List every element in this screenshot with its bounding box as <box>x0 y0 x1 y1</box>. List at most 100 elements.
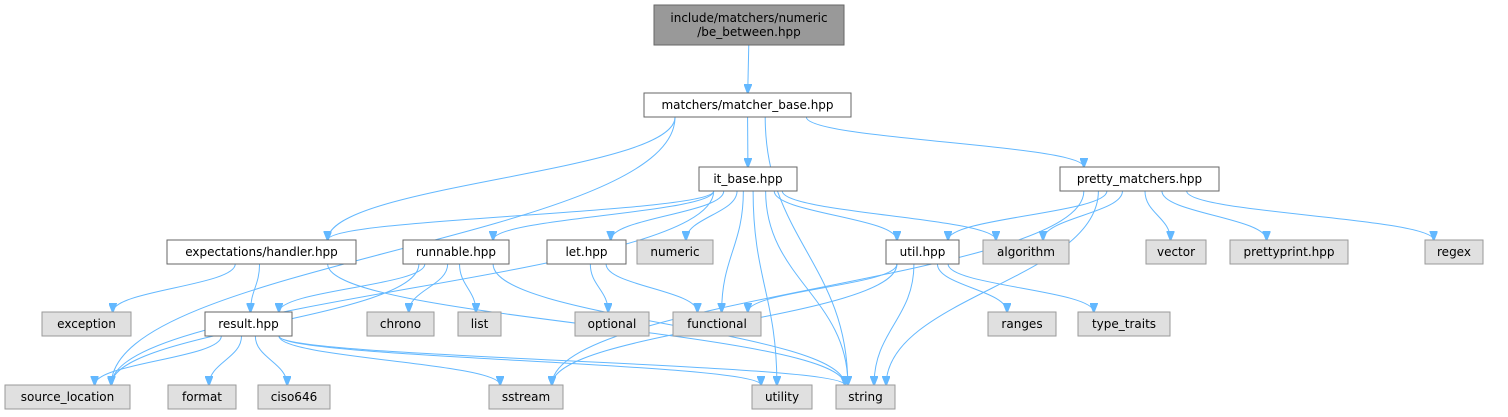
node-label: result.hpp <box>218 317 279 331</box>
edge-matcher_base-to-string <box>764 116 848 385</box>
node-runnable[interactable]: runnable.hpp <box>402 239 510 265</box>
edge-matcher_base-to-pretty_matchers <box>805 116 1084 167</box>
node-label: runnable.hpp <box>416 245 496 259</box>
node-box <box>653 4 845 46</box>
node-box <box>167 384 237 410</box>
edge-pretty_matchers-to-vector <box>1144 190 1171 240</box>
node-optional: optional <box>574 311 650 337</box>
node-box <box>366 311 435 337</box>
edge-it_base-to-functional <box>722 190 744 312</box>
node-type-traits: type_traits <box>1077 311 1171 337</box>
node-box <box>1077 311 1171 337</box>
node-label: include/matchers/numeric <box>670 11 827 25</box>
edge-result-to-string <box>278 335 845 385</box>
edge-runnable-to-result <box>279 263 426 312</box>
node-box <box>257 384 331 410</box>
edge-pretty_matchers-to-util <box>948 190 1108 240</box>
node-label: regex <box>1437 245 1471 259</box>
node-label: ranges <box>1001 317 1042 331</box>
edge-result-to-utility <box>278 335 761 385</box>
edge-it_base-to-source_location <box>111 190 715 385</box>
edge-runnable-to-string <box>492 263 845 385</box>
node-matcher-base[interactable]: matchers/matcher_base.hpp <box>643 92 852 118</box>
node-handler[interactable]: expectations/handler.hpp <box>166 239 357 265</box>
edge-handler-to-exception <box>113 263 236 312</box>
edge-it_base-to-utility <box>752 190 777 385</box>
node-label: util.hpp <box>900 245 946 259</box>
edge-result-to-sstream <box>278 335 500 385</box>
node-exception: exception <box>41 311 132 337</box>
edge-handler-to-result <box>250 263 261 312</box>
edge-runnable-to-chrono <box>409 263 449 312</box>
node-pretty-matchers[interactable]: pretty_matchers.hpp <box>1059 166 1220 192</box>
node-box <box>1229 239 1349 265</box>
node-box <box>166 239 357 265</box>
node-label: optional <box>588 317 637 331</box>
node-box <box>636 239 714 265</box>
node-label: matchers/matcher_base.hpp <box>661 98 833 112</box>
node-label: list <box>471 317 489 331</box>
node-let[interactable]: let.hpp <box>546 239 627 265</box>
node-result[interactable]: result.hpp <box>204 311 293 337</box>
node-box <box>574 311 650 337</box>
node-utility: utility <box>751 384 813 410</box>
node-util[interactable]: util.hpp <box>885 239 960 265</box>
node-box <box>672 311 762 337</box>
node-box <box>457 311 502 337</box>
edge-pretty_matchers-to-algorithm <box>1043 190 1123 240</box>
node-box <box>4 384 131 410</box>
node-ciso646: ciso646 <box>257 384 331 410</box>
edge-result-to-source_location <box>95 335 222 385</box>
node-box <box>698 166 798 192</box>
edge-it_base-to-util <box>773 190 897 240</box>
node-label: pretty_matchers.hpp <box>1077 172 1202 186</box>
node-box <box>546 239 627 265</box>
node-label: exception <box>57 317 116 331</box>
node-sstream: sstream <box>488 384 564 410</box>
node-source-location: source_location <box>4 384 131 410</box>
edge-it_base-to-string <box>765 190 848 385</box>
edge-result-to-format <box>209 335 243 385</box>
edge-let-to-optional <box>589 263 608 312</box>
node-box <box>41 311 132 337</box>
node-box <box>643 92 852 118</box>
node-prettyprint: prettyprint.hpp <box>1229 239 1349 265</box>
edge-it_base-to-runnable <box>493 190 715 240</box>
node-label: string <box>848 390 882 404</box>
node-box <box>488 384 564 410</box>
edge-util-to-type_traits <box>947 263 1094 312</box>
edge-it_base-to-handler <box>328 190 715 240</box>
node-label: numeric <box>650 245 699 259</box>
node-label: utility <box>765 390 799 404</box>
node-numeric: numeric <box>636 239 714 265</box>
node-string: string <box>835 384 896 410</box>
node-functional: functional <box>672 311 762 337</box>
node-label: format <box>182 390 222 404</box>
nodes-layer: include/matchers/numeric/be_between.hppm… <box>4 4 1484 410</box>
node-algorithm: algorithm <box>982 239 1070 265</box>
node-ranges: ranges <box>987 311 1057 337</box>
node-box <box>835 384 896 410</box>
node-be-between[interactable]: include/matchers/numeric/be_between.hpp <box>653 4 845 46</box>
node-it-base[interactable]: it_base.hpp <box>698 166 798 192</box>
node-label: sstream <box>502 390 550 404</box>
edges-layer <box>95 44 1434 385</box>
edge-util-to-ranges <box>936 263 1007 312</box>
node-label: expectations/handler.hpp <box>185 245 338 259</box>
node-label: vector <box>1157 245 1195 259</box>
node-list: list <box>457 311 502 337</box>
edge-be_between-to-matcher_base <box>748 44 749 93</box>
node-label: it_base.hpp <box>713 172 782 186</box>
node-label: let.hpp <box>565 245 607 259</box>
edge-util-to-string <box>874 263 915 385</box>
edge-util-to-functional <box>748 263 898 312</box>
node-box <box>982 239 1070 265</box>
edge-pretty_matchers-to-sstream <box>552 190 1085 385</box>
node-box <box>1424 239 1484 265</box>
node-box <box>204 311 293 337</box>
node-box <box>402 239 510 265</box>
node-vector: vector <box>1145 239 1207 265</box>
node-box <box>885 239 960 265</box>
node-box <box>987 311 1057 337</box>
node-label: prettyprint.hpp <box>1243 245 1334 259</box>
